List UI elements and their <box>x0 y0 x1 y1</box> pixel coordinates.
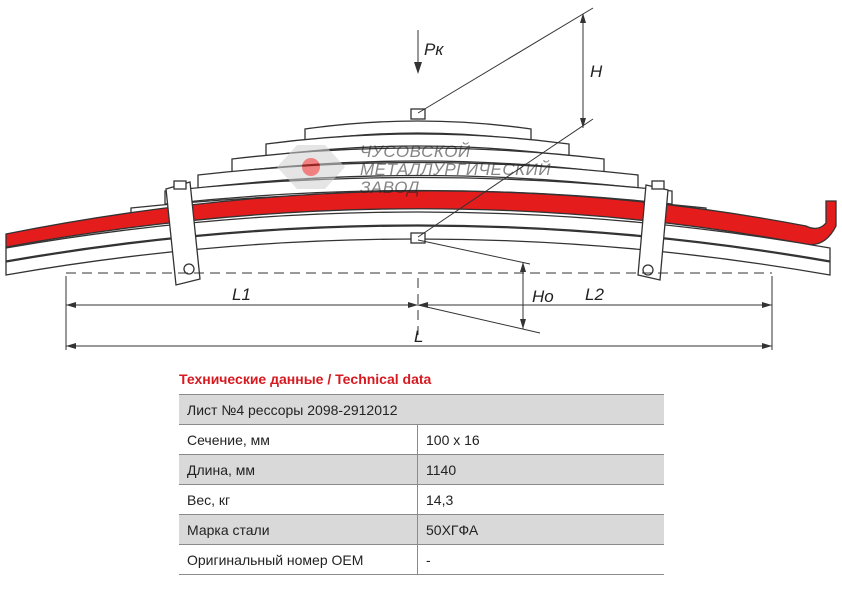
watermark-line-1: ЧУСОВСКОЙ <box>360 141 471 161</box>
row-value: 14,3 <box>417 484 664 515</box>
label-l: L <box>414 327 423 346</box>
technical-data-table: Лист №4 рессоры 2098-2912012 Сечение, мм… <box>179 394 664 575</box>
row-value: 1140 <box>417 454 664 485</box>
row-value: 50ХГФА <box>417 514 664 545</box>
table-row: Длина, мм 1140 <box>179 454 664 485</box>
row-label: Вес, кг <box>179 484 418 515</box>
leaf-2 <box>5 211 831 262</box>
h-arrow-bottom <box>580 118 586 128</box>
clamp-left-cap <box>173 180 187 190</box>
row-label: Длина, мм <box>179 454 418 485</box>
l-arrow-right <box>762 343 772 349</box>
table-row: Вес, кг 14,3 <box>179 484 664 515</box>
l1-arrow-left <box>66 302 76 308</box>
row-label: Оригинальный номер OEM <box>179 544 418 575</box>
clamp-left-bolt <box>183 263 195 275</box>
row-label: Марка стали <box>179 514 418 545</box>
l-arrow-left <box>66 343 76 349</box>
h-arrow-top <box>580 13 586 23</box>
h-line-lower <box>417 118 594 238</box>
table-row: Сечение, мм 100 x 16 <box>179 424 664 455</box>
l1-arrow-right <box>408 302 418 308</box>
leaf-spring-diagram: ЧУСОВСКОЙ МЕТАЛЛУРГИЧЕСКИЙ ЗАВОД Рк H L1… <box>5 7 837 350</box>
label-pk: Рк <box>424 40 444 59</box>
row-value: - <box>417 544 664 575</box>
ho-line-lower <box>417 304 541 334</box>
h-line-upper <box>417 7 594 114</box>
label-l1: L1 <box>232 285 251 304</box>
label-ho: Ho <box>532 287 554 306</box>
table-header-cell: Лист №4 рессоры 2098-2912012 <box>179 394 664 425</box>
center-bolt-nut-bottom <box>410 232 426 244</box>
table-header-row: Лист №4 рессоры 2098-2912012 <box>179 394 664 425</box>
logo-red-dot-icon <box>302 158 320 176</box>
ho-line-upper <box>417 239 531 265</box>
table-row: Оригинальный номер OEM - <box>179 544 664 575</box>
watermark-line-3: ЗАВОД <box>360 178 420 197</box>
ho-arrow-bottom <box>520 319 526 329</box>
row-value: 100 x 16 <box>417 424 664 455</box>
center-bolt-nut-top <box>410 108 426 120</box>
ho-arrow-top <box>520 262 526 272</box>
leaf-1 <box>5 225 831 276</box>
l2-arrow-right <box>762 302 772 308</box>
watermark-line-2: МЕТАЛЛУРГИЧЕСКИЙ <box>360 159 551 179</box>
row-label: Сечение, мм <box>179 424 418 455</box>
technical-data-title: Технические данные / Technical data <box>179 371 432 387</box>
table-row: Марка стали 50ХГФА <box>179 514 664 545</box>
clamp-right-cap <box>651 180 665 190</box>
label-h: H <box>590 62 603 81</box>
highlighted-leaf <box>5 190 837 248</box>
l2-arrow-left <box>418 302 428 308</box>
pk-arrowhead <box>414 62 422 74</box>
label-l2: L2 <box>585 285 604 304</box>
watermark-logo: ЧУСОВСКОЙ МЕТАЛЛУРГИЧЕСКИЙ ЗАВОД <box>277 141 551 197</box>
